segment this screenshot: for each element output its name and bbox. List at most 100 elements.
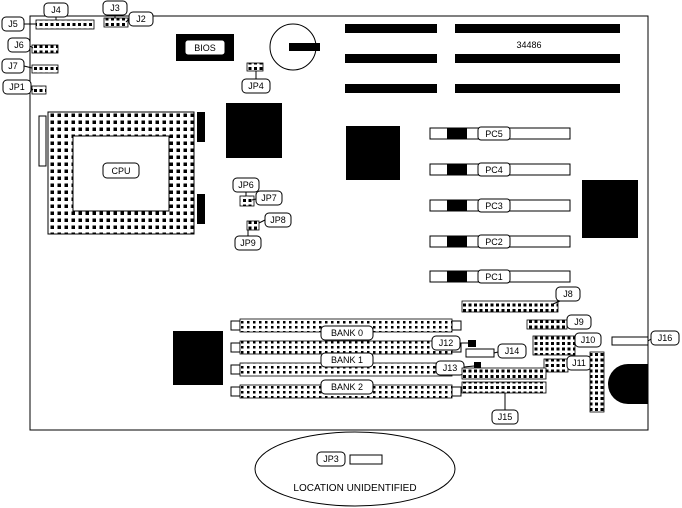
cpu-label-box <box>102 162 140 179</box>
label-box <box>431 335 461 351</box>
side-component <box>197 112 205 142</box>
pin-header-j6 <box>31 44 59 54</box>
label-box <box>650 330 680 346</box>
pin-block-j10 <box>532 335 576 356</box>
label-box <box>232 177 260 193</box>
side-connector <box>38 115 47 167</box>
label-box <box>320 325 374 341</box>
label-text: J9 <box>574 317 584 327</box>
label-box <box>43 2 69 18</box>
label-text: J14 <box>505 346 520 356</box>
simm-latch-right <box>451 320 462 331</box>
leader-line <box>493 351 499 354</box>
label-box <box>574 332 602 348</box>
label-j14: J14 <box>493 343 527 359</box>
label-box <box>102 0 128 16</box>
bios-label-text: BIOS <box>194 43 216 53</box>
cpu-label-text: CPU <box>111 166 130 176</box>
label-j3: J3 <box>102 0 128 18</box>
label-text: J13 <box>443 363 458 373</box>
label-jp1: JP1 <box>2 79 34 95</box>
qfp-chip-3 <box>582 180 638 238</box>
slot-pc1: PC1 <box>429 269 571 284</box>
leader-line <box>552 300 561 305</box>
keyboard-connector <box>608 364 648 404</box>
label-text: J10 <box>581 335 596 345</box>
jumper-j12 <box>468 340 476 347</box>
label-text: BANK 2 <box>331 382 363 392</box>
label-text: J12 <box>439 338 454 348</box>
label-bank2: BANK 2 <box>320 379 374 395</box>
label-text: J3 <box>110 3 120 13</box>
simm-socket-2 <box>230 340 462 355</box>
label-box <box>566 314 592 330</box>
label-box <box>264 212 292 228</box>
label-j15: J15 <box>491 393 519 425</box>
label-box <box>477 126 511 141</box>
simm-latch-left <box>230 320 241 331</box>
label-text: BANK 0 <box>331 328 363 338</box>
label-box <box>1 16 25 32</box>
label-j10: J10 <box>574 332 602 348</box>
label-text: PC3 <box>485 201 503 211</box>
label-text: PC5 <box>485 129 503 139</box>
label-j6: J6 <box>7 37 34 53</box>
label-text-jp3: JP3 <box>323 454 339 464</box>
pin-header-jp1 <box>31 85 47 95</box>
label-box <box>477 162 511 177</box>
slot-key <box>447 128 467 139</box>
label-box <box>320 352 374 368</box>
label-box <box>477 269 511 284</box>
label-jp6: JP6 <box>232 177 260 196</box>
label-text: JP9 <box>240 238 256 248</box>
qfp-chip-1 <box>226 103 282 158</box>
label-text: PC1 <box>485 272 503 282</box>
callout-ellipse <box>254 431 456 507</box>
edge-bar <box>345 24 437 33</box>
pin-header-j7 <box>31 64 59 74</box>
simm-body <box>239 340 453 355</box>
label-j7: J7 <box>1 58 33 74</box>
slot-pc3: PC3 <box>429 198 571 213</box>
label-box <box>7 37 31 53</box>
edge-bar <box>345 84 437 93</box>
pin-header-j3 <box>103 17 129 28</box>
label-jp9: JP9 <box>234 230 262 251</box>
label-text: J7 <box>8 61 18 71</box>
label-box <box>241 78 271 94</box>
label-text: JP7 <box>261 193 277 203</box>
pin-header-j8 <box>461 300 559 313</box>
label-text: PC2 <box>485 237 503 247</box>
label-box <box>477 198 511 213</box>
connector-j14 <box>465 348 495 358</box>
side-component <box>197 194 205 224</box>
edge-bar <box>345 54 437 63</box>
edge-bar <box>455 54 620 63</box>
label-j8: J8 <box>552 286 581 305</box>
slot-pc5: PC5 <box>429 126 571 141</box>
label-box <box>555 286 581 302</box>
label-j2: J2 <box>125 11 154 27</box>
simm-latch-left <box>230 386 241 397</box>
label-box-jp3 <box>316 451 346 467</box>
label-jp4: JP4 <box>241 71 271 94</box>
label-text: J15 <box>498 412 513 422</box>
unidentified-callout: JP3 LOCATION UNIDENTIFIED <box>254 431 456 507</box>
label-text: J11 <box>572 358 586 368</box>
label-jp8: JP8 <box>258 212 292 228</box>
label-j5: J5 <box>1 16 36 32</box>
simm-latch-right <box>451 386 462 397</box>
label-j16: J16 <box>647 330 680 346</box>
label-text: J16 <box>658 333 673 343</box>
slot-key <box>447 164 467 175</box>
label-text: J4 <box>51 5 61 15</box>
label-text: PC4 <box>485 165 503 175</box>
pin-header-j4 <box>35 19 95 30</box>
slot-key <box>447 271 467 282</box>
simm-latch-left <box>230 364 241 375</box>
leader-line <box>251 198 257 201</box>
leader-line <box>23 65 33 69</box>
label-box <box>2 79 32 95</box>
